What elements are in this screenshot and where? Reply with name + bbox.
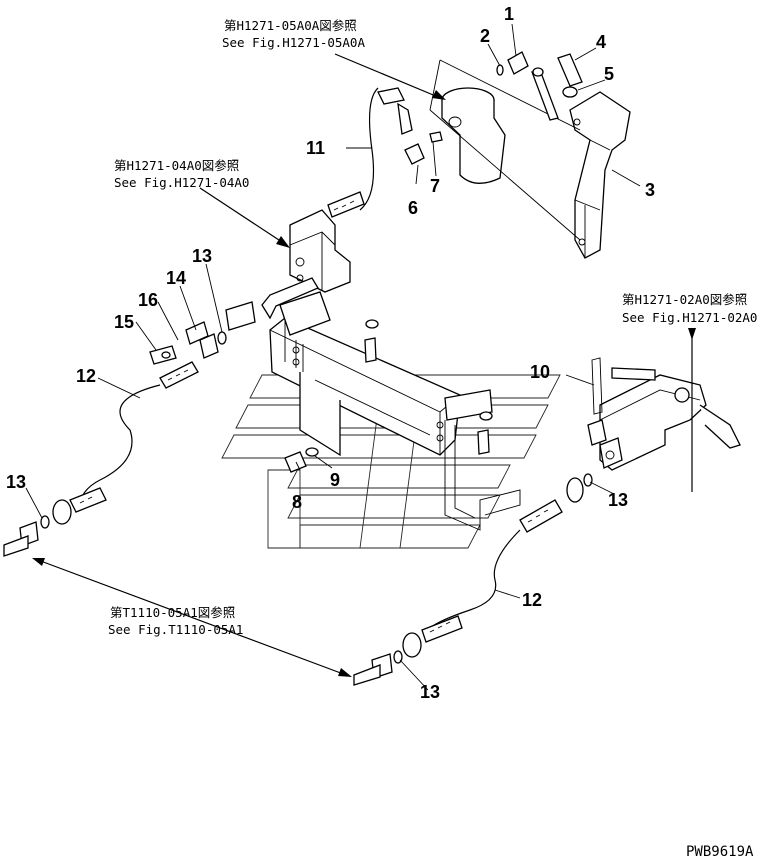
left-fittings: [149, 321, 227, 365]
ref-right-en: See Fig.H1271-02A0: [622, 310, 757, 325]
ref-bottom: 第T1110-05A1図参照 See Fig.T1110-05A1: [108, 605, 243, 637]
bolts: [284, 319, 493, 473]
filter-assembly: [429, 59, 581, 241]
ref-top: 第H1271-05A0A図参照 See Fig.H1271-05A0A: [222, 18, 365, 50]
hose-11: [327, 87, 413, 218]
ref-bottom-en: See Fig.T1110-05A1: [108, 622, 243, 637]
ref-left-en: See Fig.H1271-04A0: [114, 175, 249, 190]
bracket-3: [569, 91, 631, 259]
ref-top-jp: 第H1271-05A0A図参照: [224, 18, 357, 33]
callout-11: 11: [306, 138, 325, 158]
ref-top-en: See Fig.H1271-05A0A: [222, 35, 365, 50]
callout-7: 7: [430, 176, 440, 196]
callout-2: 2: [480, 26, 490, 46]
ref-left-jp: 第H1271-04A0図参照: [114, 158, 239, 173]
valve-block: [225, 209, 351, 331]
callout-6: 6: [408, 198, 418, 218]
callout-13-right: 13: [608, 490, 628, 510]
hose-12-right: [353, 473, 593, 686]
frame-bracket: [269, 291, 521, 531]
drawing-code: PWB9619A: [686, 844, 754, 860]
callout-12-left: 12: [76, 366, 96, 386]
valve-right: [587, 357, 741, 471]
callout-10: 10: [530, 362, 550, 382]
callout-13-bottom: 13: [420, 682, 440, 702]
ref-right-jp: 第H1271-02A0図参照: [622, 292, 747, 307]
reference-arrows: [32, 53, 696, 677]
small-parts-top: [404, 51, 583, 165]
callout-4: 4: [596, 32, 606, 52]
callouts: 1 2 3 4 5 6 7 8 9 10 11 12 12 13 13 13 1…: [6, 4, 655, 702]
callout-15: 15: [114, 312, 134, 332]
callout-9: 9: [330, 470, 340, 490]
callout-5: 5: [604, 64, 614, 84]
hose-12-left: [40, 361, 199, 529]
callout-13-top: 13: [192, 246, 212, 266]
callout-16: 16: [138, 290, 158, 310]
callout-13-left: 13: [6, 472, 26, 492]
ref-left: 第H1271-04A0図参照 See Fig.H1271-04A0: [114, 158, 249, 190]
callout-1: 1: [504, 4, 514, 24]
ref-bottom-jp: 第T1110-05A1図参照: [110, 605, 235, 620]
callout-8: 8: [292, 492, 302, 512]
callout-3: 3: [645, 180, 655, 200]
callout-12-right: 12: [522, 590, 542, 610]
ref-right: 第H1271-02A0図参照 See Fig.H1271-02A0: [622, 292, 757, 325]
fitting-bottom-left: [3, 521, 39, 557]
callout-14: 14: [166, 268, 186, 288]
